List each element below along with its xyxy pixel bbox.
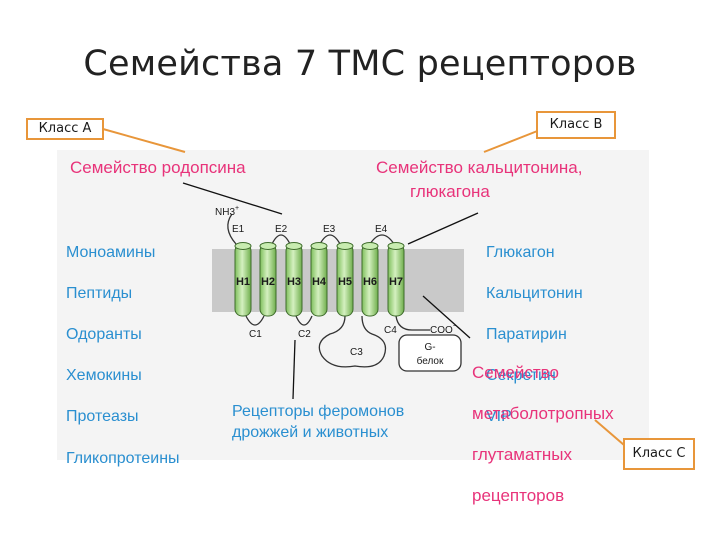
helix-h7 (387, 242, 405, 317)
nh3-label: NH3+ (215, 205, 239, 218)
c-terminus (395, 315, 430, 331)
extracellular-loop-e2 (271, 234, 291, 245)
g-protein-label-line1: G- (424, 342, 435, 353)
metabotropic-line: Семейство (472, 362, 559, 382)
calcitonin-family-title-line1: Семейство кальцитонина, (376, 158, 583, 177)
helix-label-h2: H2 (261, 276, 275, 288)
class-b-label: Класс В (549, 117, 603, 132)
callout-line-class-a (102, 128, 186, 153)
extracellular-loop-e3 (319, 234, 341, 245)
helix-h2 (259, 242, 277, 317)
helix-group (234, 242, 405, 317)
loop-label-c3: C3 (350, 347, 363, 358)
rhodopsin-ligand-list: Моноамины Пептиды Одоранты Хемокины Прот… (66, 222, 180, 490)
list-item: Паратирин (486, 325, 567, 343)
list-item: Моноамины (66, 243, 156, 261)
pointer-calcitonin (407, 212, 479, 245)
class-c-label: Класс С (632, 446, 686, 461)
list-item: Гликопротеины (66, 449, 180, 467)
n-terminus (227, 213, 237, 245)
loop-label-c4: C4 (384, 325, 397, 336)
class-b-box: Класс В (536, 111, 616, 139)
helix-h3 (285, 242, 303, 317)
loop-label-e4: E4 (375, 224, 388, 235)
rhodopsin-family-title: Семейство родопсина (70, 158, 246, 177)
pheromone-receptors-line2: дрожжей и животных (232, 424, 389, 441)
loop-label-e3: E3 (323, 224, 336, 235)
helix-h4 (310, 242, 328, 317)
list-item: Одоранты (66, 325, 142, 343)
class-a-label: Класс А (38, 121, 92, 136)
loop-label-e1: E1 (232, 224, 245, 235)
pointer-metabotropic (422, 295, 471, 339)
list-item: Протеазы (66, 408, 139, 426)
helix-h6 (361, 242, 379, 317)
helix-label-h3: H3 (287, 276, 301, 288)
pointer-rhodopsin (182, 182, 283, 215)
list-item: VIP (486, 408, 512, 426)
list-item: Секретин (486, 367, 556, 385)
pointer-pheromone (292, 339, 296, 400)
list-item: Кальцитонин (486, 284, 583, 302)
loop-label-e2: E2 (275, 224, 288, 235)
slide-title: Семейства 7 ТМС рецепторов (83, 44, 637, 84)
pheromone-receptors-line1: Рецепторы феромонов (232, 403, 405, 420)
metabotropic-family-title: Семейство метаболотропных глутаматных ре… (472, 342, 614, 527)
loop-label-c1: C1 (249, 329, 262, 340)
intracellular-loop-c3 (318, 315, 387, 368)
calcitonin-ligand-list: Глюкагон Кальцитонин Паратирин Секретин … (486, 222, 583, 449)
g-protein-label-line2: белок (417, 355, 444, 367)
intracellular-loop-c1 (245, 315, 265, 326)
callout-line-class-b (483, 127, 546, 153)
list-item: Пептиды (66, 284, 133, 302)
loop-label-c2: C2 (298, 329, 311, 340)
metabotropic-line: глутаматных (472, 444, 572, 464)
helix-label-h1: H1 (236, 276, 250, 288)
helix-h5 (336, 242, 354, 317)
list-item: Глюкагон (486, 243, 555, 261)
helix-label-h6: H6 (363, 276, 377, 288)
callout-line-class-c (594, 419, 625, 446)
metabotropic-line: метаболотропных (472, 403, 614, 423)
list-item: Хемокины (66, 367, 142, 385)
helix-label-h7: H7 (389, 276, 403, 288)
helix-h1 (234, 242, 252, 317)
class-a-box: Класс А (26, 118, 104, 140)
calcitonin-family-title-line2: глюкагона (410, 182, 490, 201)
g-protein-box (398, 334, 462, 372)
extracellular-loop-e4 (369, 234, 395, 245)
intracellular-loop-c2 (295, 315, 313, 326)
helix-label-h5: H5 (338, 276, 352, 288)
coo-label: COO− (430, 323, 457, 336)
class-c-box: Класс С (623, 438, 695, 470)
helix-label-h4: H4 (312, 276, 327, 288)
metabotropic-line: рецепторов (472, 485, 565, 505)
